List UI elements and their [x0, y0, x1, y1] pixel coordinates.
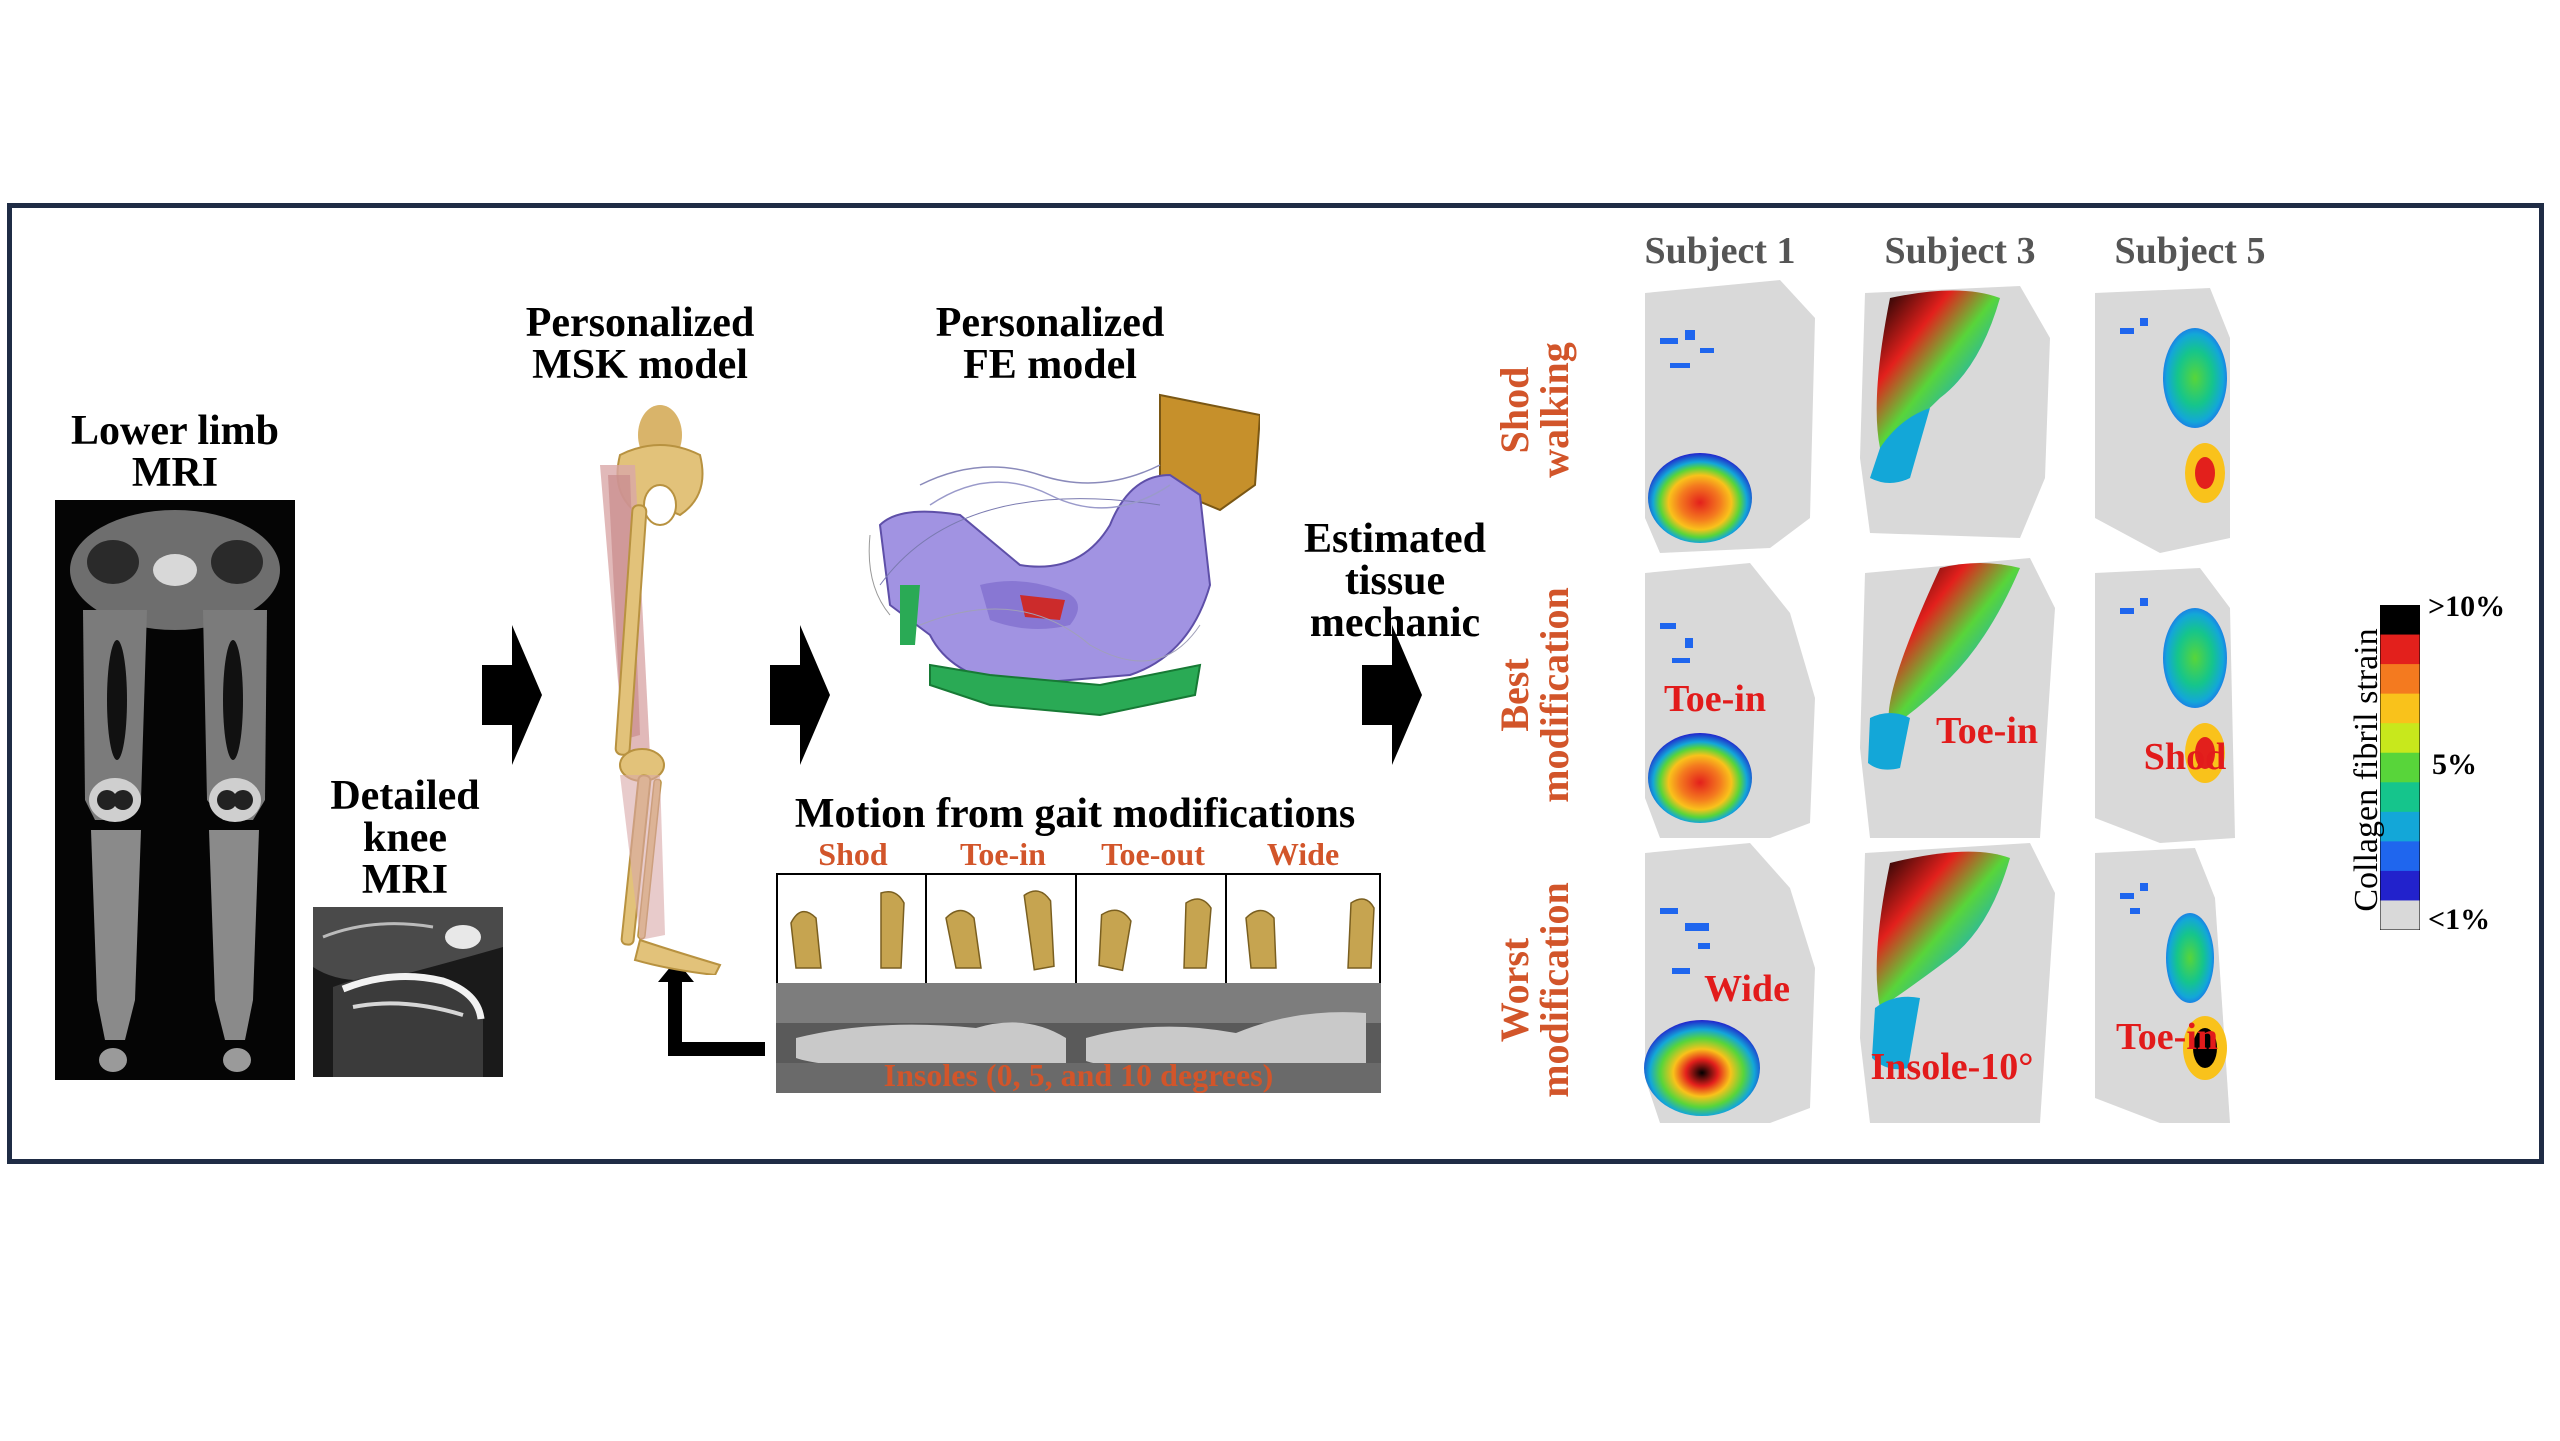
- best-annotation-subject1: Toe-in: [1663, 678, 1767, 720]
- colorbar-title: Collagen fibril strain: [2348, 628, 2385, 912]
- worst-annotation-subject5: Toe-in: [2115, 1016, 2219, 1058]
- gait-modes-row: Shod Toe-in Toe-out Wide: [778, 838, 1383, 874]
- row-label-best-modification: Best modification: [1492, 570, 1595, 820]
- colorbar-stop: [2380, 634, 2420, 665]
- row-label-worst-modification: Worst modification: [1492, 865, 1595, 1115]
- colorbar-stop: [2380, 723, 2420, 754]
- estimated-tissue-title: Estimated tissue mechanic: [1280, 518, 1510, 644]
- subject-1-header: Subject 1: [1644, 230, 1796, 272]
- est-title-line2: tissue: [1344, 558, 1446, 604]
- fe-title-line2: FE model: [963, 342, 1137, 388]
- return-arrow: [658, 960, 765, 1056]
- row-label-shod-walking: Shod walking: [1492, 320, 1595, 500]
- row1-line1: Shod: [1492, 366, 1537, 454]
- est-title-line3: mechanic: [1309, 600, 1481, 646]
- colorbar-stop: [2380, 811, 2420, 842]
- lower-limb-title: Lower limb MRI: [40, 410, 310, 494]
- colorbar-stop: [2380, 870, 2420, 901]
- row3-line1: Worst: [1492, 937, 1537, 1043]
- insoles-photo: [776, 983, 1381, 1093]
- colorbar: [2380, 605, 2420, 930]
- knee-title-line2: knee: [363, 815, 447, 861]
- msk-model-title: Personalized MSK model: [490, 302, 790, 386]
- msk-model-image: [600, 405, 722, 975]
- gait-mode-toe-out: Toe-out: [1101, 836, 1205, 872]
- subject-3-header: Subject 3: [1884, 230, 2036, 272]
- fe-model-title: Personalized FE model: [900, 302, 1200, 386]
- row3-line2: modification: [1532, 882, 1577, 1098]
- est-title-line1: Estimated: [1304, 516, 1486, 562]
- colorbar-stop: [2380, 664, 2420, 695]
- worst-annotation-subject3: Insole-10°: [1870, 1046, 2034, 1088]
- colorbar-tick-mid: 5%: [2432, 748, 2477, 781]
- gait-mode-toe-in: Toe-in: [960, 836, 1046, 872]
- flow-arrow-1: [482, 625, 542, 765]
- best-annotation-subject3: Toe-in: [1935, 710, 2039, 752]
- strain-map-grid: [1644, 280, 2235, 1123]
- gait-mode-shod: Shod: [818, 836, 888, 872]
- colorbar-tick-max: >10%: [2428, 590, 2506, 623]
- flow-arrow-3: [1362, 625, 1422, 765]
- colorbar-stop: [2380, 605, 2420, 636]
- lower-limb-title-line1: Lower limb: [70, 408, 280, 454]
- subject-5-header: Subject 5: [2114, 230, 2266, 272]
- colorbar-stops: [2380, 605, 2420, 930]
- gait-mode-wide: Wide: [1266, 836, 1340, 872]
- fe-model-image: [868, 393, 1260, 717]
- row2-line1: Best: [1492, 658, 1537, 732]
- fe-title-line1: Personalized: [935, 300, 1165, 346]
- worst-annotation-subject1: Wide: [1704, 968, 1790, 1010]
- knee-title-line1: Detailed: [330, 773, 480, 819]
- motion-title: Motion from gait modifications: [794, 791, 1356, 837]
- lower-limb-title-line2: MRI: [131, 450, 219, 496]
- colorbar-stop: [2380, 782, 2420, 813]
- lower-limb-mri-image: [55, 500, 295, 1080]
- row1-line2: walking: [1532, 342, 1577, 478]
- knee-title-line3: MRI: [361, 857, 449, 903]
- flow-arrow-2: [770, 625, 830, 765]
- insoles-caption: Insoles (0, 5, and 10 degrees): [883, 1057, 1274, 1093]
- gait-feet-panel: [776, 873, 1381, 985]
- colorbar-stop: [2380, 752, 2420, 783]
- colorbar-stop: [2380, 900, 2420, 930]
- colorbar-stop: [2380, 841, 2420, 872]
- best-annotation-subject5: Shod: [2143, 736, 2227, 778]
- colorbar-stop: [2380, 693, 2420, 724]
- knee-mri-title: Detailed knee MRI: [300, 775, 510, 901]
- msk-title-line2: MSK model: [532, 342, 748, 388]
- knee-mri-image: [313, 907, 503, 1077]
- msk-title-line1: Personalized: [525, 300, 755, 346]
- row2-line2: modification: [1532, 587, 1577, 803]
- colorbar-tick-min: <1%: [2428, 903, 2491, 936]
